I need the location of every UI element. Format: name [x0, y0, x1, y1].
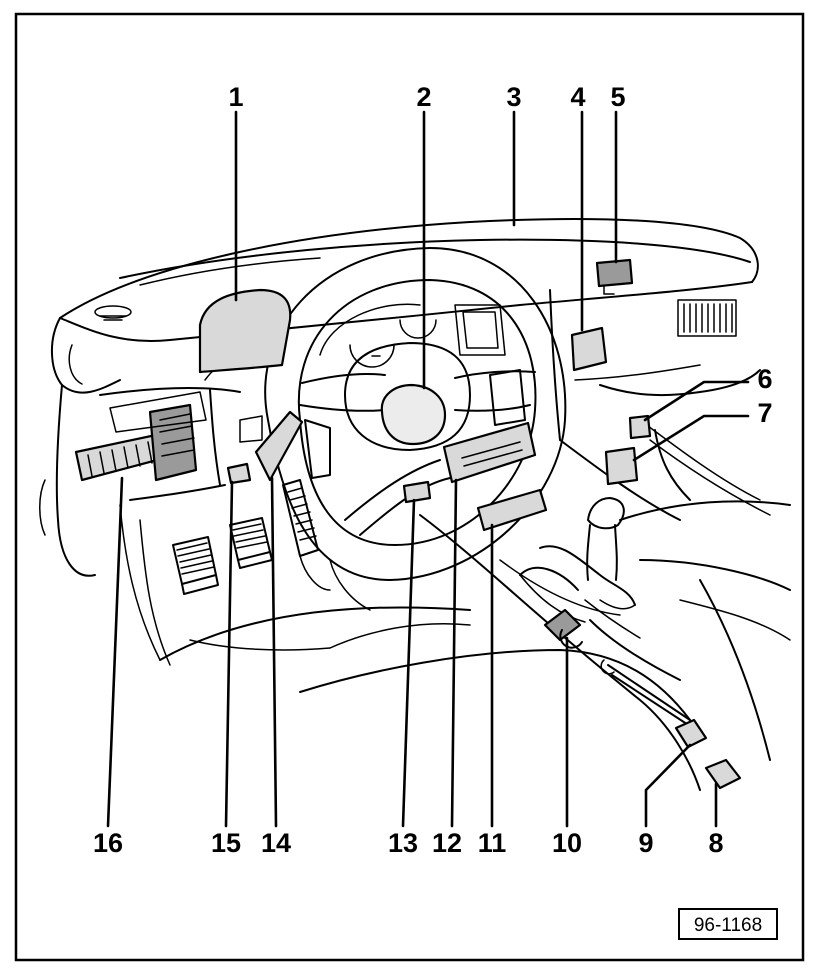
component-8 [704, 758, 742, 790]
component-11 [476, 488, 548, 532]
dashboard-illustration [39, 217, 791, 791]
leader-6 [643, 380, 750, 422]
component-4 [570, 326, 608, 372]
component-9 [674, 718, 708, 749]
leader-12 [450, 478, 458, 828]
leader-16 [106, 476, 124, 828]
leader-9 [644, 743, 692, 828]
components [74, 258, 742, 790]
leader-lines [106, 110, 750, 828]
leader-14 [270, 476, 278, 828]
callout-5: 5 [610, 82, 625, 112]
callout-15: 15 [211, 828, 241, 858]
leader-7 [632, 414, 750, 462]
callout-labels: 1 2 3 4 5 6 7 8 9 10 11 12 13 14 15 16 [93, 82, 773, 858]
leader-13 [401, 498, 416, 828]
component-1 [198, 288, 292, 374]
callout-2: 2 [416, 82, 431, 112]
figure-reference-box [678, 908, 778, 940]
component-13 [402, 480, 432, 504]
callout-16: 16 [93, 828, 123, 858]
callout-13: 13 [388, 828, 418, 858]
figure-reference-label: 96-1168 [694, 915, 762, 936]
callout-3: 3 [506, 82, 521, 112]
callout-12: 12 [432, 828, 462, 858]
component-7 [604, 446, 639, 486]
component-5 [595, 258, 634, 288]
callout-1: 1 [228, 82, 243, 112]
callout-14: 14 [261, 828, 291, 858]
callout-9: 9 [638, 828, 653, 858]
callout-6: 6 [757, 364, 772, 394]
callout-8: 8 [708, 828, 723, 858]
component-12 [442, 421, 537, 484]
figure-reference: 96-1168 [678, 908, 778, 940]
outer-frame [14, 12, 805, 962]
leader-15 [224, 480, 234, 828]
component-6 [628, 414, 652, 440]
callout-10: 10 [552, 828, 582, 858]
component-2 [380, 383, 447, 446]
callout-7: 7 [757, 398, 772, 428]
component-10 [543, 608, 582, 642]
callout-4: 4 [570, 82, 585, 112]
component-14 [254, 410, 304, 482]
component-15 [226, 462, 252, 485]
callout-11: 11 [478, 828, 507, 858]
